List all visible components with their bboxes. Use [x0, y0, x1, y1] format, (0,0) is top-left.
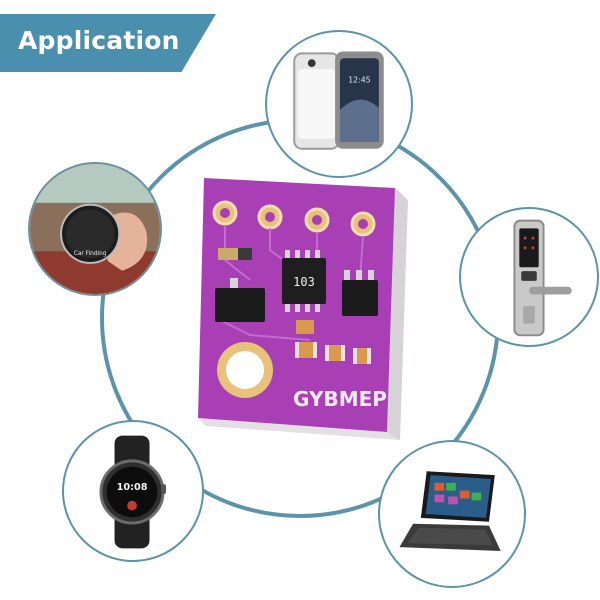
smart-lock-application — [459, 207, 599, 347]
smartwatch-icon: 10:08 — [99, 435, 167, 549]
smartphone-icon: 12:45 — [293, 51, 384, 150]
tracker-application: Car Finding — [28, 162, 162, 296]
smartphone-application: 12:45 — [265, 30, 413, 178]
tablet-application — [378, 440, 526, 588]
resistor-code: 103 — [293, 275, 315, 289]
phone-time: 12:45 — [348, 76, 370, 85]
sensor-board-illustration: 103 GYBMEP — [198, 178, 408, 440]
board-silkscreen: GYBMEP — [293, 387, 387, 411]
smartwatch-application: 10:08 — [62, 420, 204, 562]
watch-time: 10:08 — [117, 482, 148, 493]
tracker-tag-icon: Car Finding — [30, 164, 160, 294]
application-banner: Application — [0, 14, 216, 72]
tag-label: Car Finding — [74, 251, 107, 257]
banner-title: Application — [18, 26, 180, 55]
tablet-icon — [399, 471, 501, 551]
smart-lock-icon — [513, 219, 572, 337]
sensor-board: 103 GYBMEP — [190, 170, 415, 470]
